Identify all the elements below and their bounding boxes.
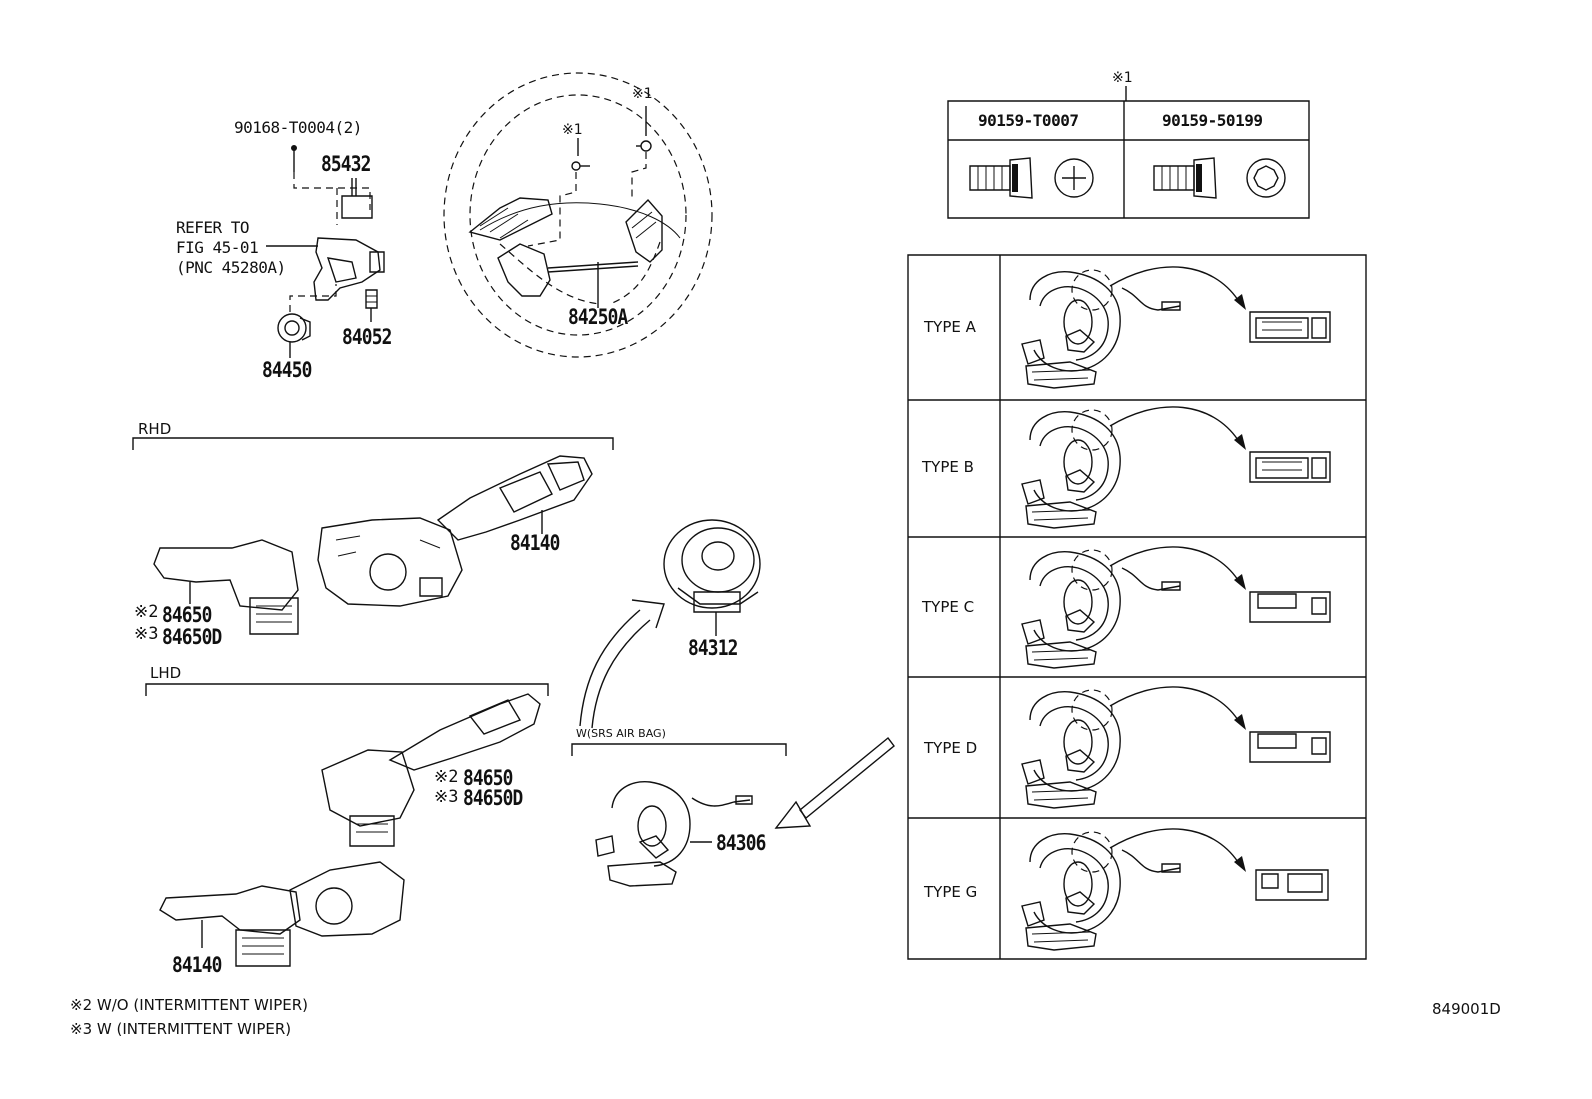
part-label-84140-lhd: 84140 [172,953,222,977]
type-d-label: TYPE D [924,739,978,757]
footnote-intermittent-wiper-without: ※2 W/O (INTERMITTENT WIPER) [70,996,309,1014]
type-c-label: TYPE C [922,598,975,616]
type-g-label: TYPE G [924,883,978,901]
part-label-84306: 84306 [716,831,766,855]
footnote-intermittent-wiper-with: ※3 W (INTERMITTENT WIPER) [70,1020,292,1038]
lhd-section-label: LHD [150,664,182,682]
type-g-cable-drawing [1021,828,1328,951]
lhd-switch-drawing [146,684,548,966]
lhd-84650-mark: ※2 [434,767,459,787]
part-label-84650d-lhd: 84650D [463,786,523,810]
srs-spiral-cable-drawing [572,738,894,886]
refer-line-2: FIG 45-01 [176,238,259,257]
note1-mark-wheel-left: ※1 [562,122,583,138]
lhd-84650d-mark: ※3 [434,787,459,807]
part-label-84140-rhd: 84140 [510,531,560,555]
type-a-cable-drawing [1021,266,1331,389]
part-label-84650d-rhd: 84650D [162,625,222,649]
part-label-84650-lhd: 84650 [463,766,513,790]
part-label-84052: 84052 [342,325,392,349]
part-label-90168-t0004: 90168-T0004(2) [234,118,362,137]
type-b-cable-drawing [1021,406,1331,529]
screw-table-grid [948,86,1309,218]
screw-table-col2-header: 90159-50199 [1162,111,1263,130]
part-label-84450: 84450 [262,358,312,382]
type-c-cable-drawing [1021,546,1330,669]
refer-line-1: REFER TO [176,218,250,237]
steering-wheel-drawing [444,73,712,357]
figure-id-label: 849001D [1432,1000,1501,1018]
rhd-section-label: RHD [138,420,172,438]
rhd-switch-drawing [133,438,613,634]
part-label-85432: 85432 [321,152,371,176]
rhd-84650d-mark: ※3 [134,624,159,644]
srs-section-label: W(SRS AIR BAG) [576,727,666,740]
part-84312-drawing [580,520,760,728]
type-d-cable-drawing [1021,686,1330,809]
part-label-84250a: 84250A [568,305,628,329]
note1-mark-wheel-right: ※1 [632,86,653,102]
part-label-84312: 84312 [688,636,738,660]
refer-line-3: (PNC 45280A) [176,258,286,277]
rhd-84650-mark: ※2 [134,602,159,622]
part-label-84650-rhd: 84650 [162,603,212,627]
screw-table-note-mark: ※1 [1112,70,1133,86]
type-a-label: TYPE A [924,318,976,336]
type-table-grid [908,255,1366,959]
screw-table-col1-header: 90159-T0007 [978,111,1079,130]
type-b-label: TYPE B [922,458,974,476]
upper-switch-assembly-drawing [266,145,384,358]
